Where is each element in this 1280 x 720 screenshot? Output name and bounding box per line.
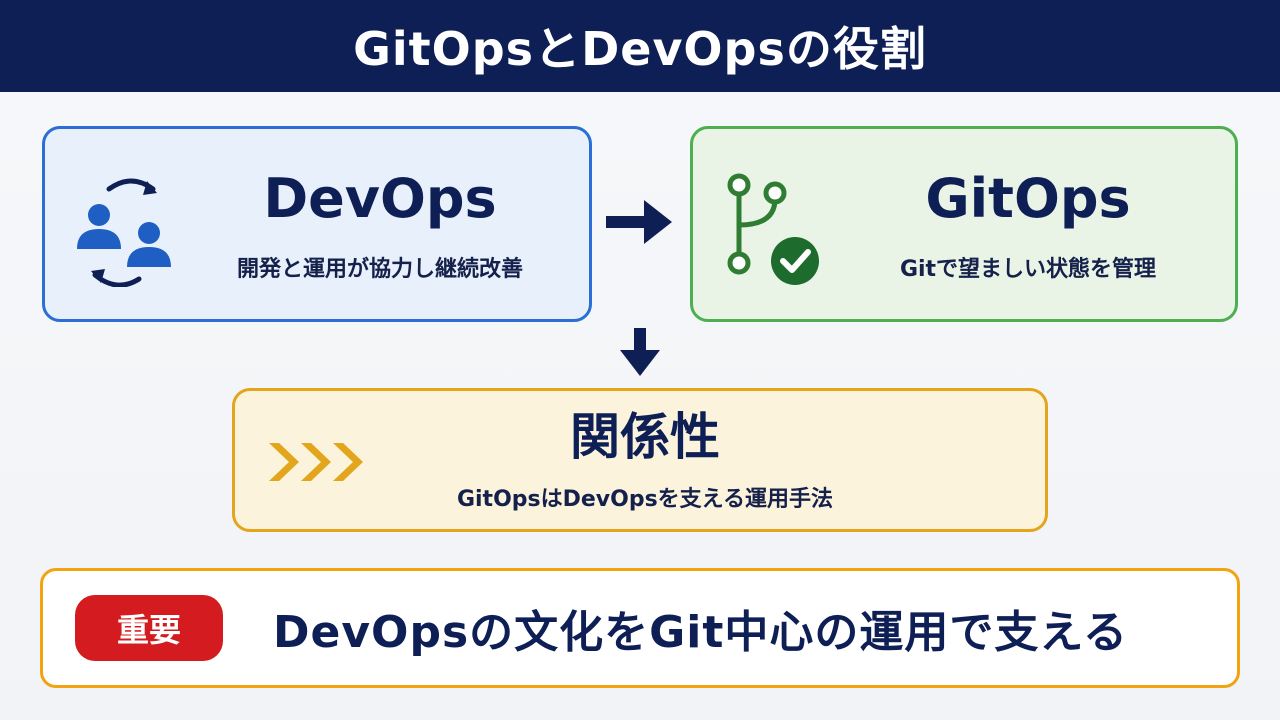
devops-title: DevOps bbox=[263, 167, 497, 230]
team-cycle-icon bbox=[69, 167, 179, 288]
devops-text: DevOps 開発と運用が協力し継続改善 bbox=[185, 165, 575, 283]
page-title: GitOpsとDevOpsの役割 bbox=[353, 22, 927, 76]
arrow-right-icon bbox=[604, 196, 676, 248]
devops-card: DevOps 開発と運用が協力し継続改善 bbox=[42, 126, 592, 322]
chevrons-right-icon bbox=[265, 437, 365, 487]
relation-card: 関係性 GitOpsはDevOpsを支える運用手法 bbox=[232, 388, 1048, 532]
gitops-text: GitOps Gitで望ましい状態を管理 bbox=[833, 165, 1223, 283]
gitops-subtitle: Gitで望ましい状態を管理 bbox=[899, 257, 1157, 282]
gitops-title: GitOps bbox=[925, 167, 1131, 230]
git-branch-check-icon bbox=[719, 167, 829, 287]
key-point-card: 重要 DevOpsの文化をGit中心の運用で支える bbox=[40, 568, 1240, 688]
gitops-card: GitOps Gitで望ましい状態を管理 bbox=[690, 126, 1238, 322]
devops-subtitle: 開発と運用が協力し継続改善 bbox=[236, 257, 523, 282]
key-point-text: DevOpsの文化をGit中心の運用で支える bbox=[273, 607, 1129, 658]
header-bar: GitOpsとDevOpsの役割 bbox=[0, 0, 1280, 92]
important-badge: 重要 bbox=[75, 595, 223, 661]
relation-title: 関係性 bbox=[570, 408, 720, 466]
arrow-down-icon bbox=[616, 326, 664, 380]
relation-text: 関係性 GitOpsはDevOpsを支える運用手法 bbox=[375, 405, 915, 513]
relation-subtitle: GitOpsはDevOpsを支える運用手法 bbox=[456, 487, 834, 512]
